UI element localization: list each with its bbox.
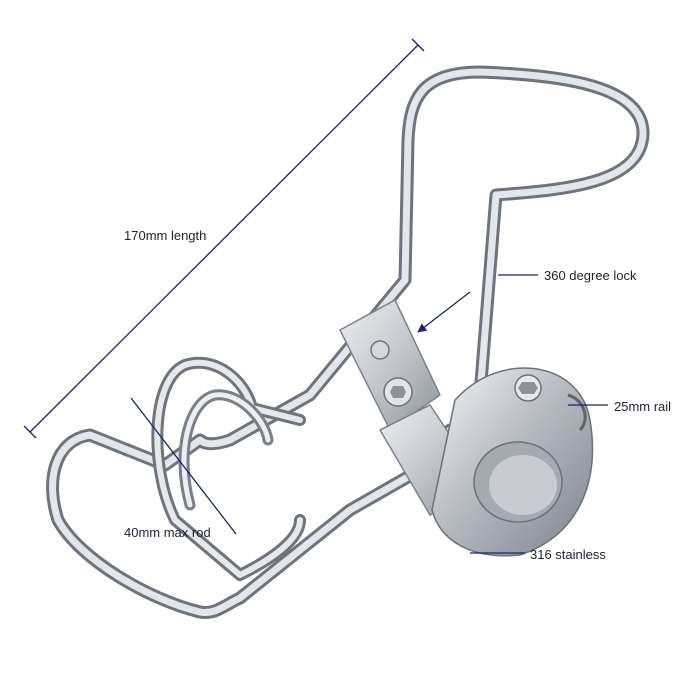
length-end-tick-left xyxy=(23,425,37,439)
length-annotation: 170mm length xyxy=(124,228,207,243)
lock-arrow xyxy=(417,291,471,333)
rod-dimension-line xyxy=(130,397,237,535)
material-annotation: 316 stainless xyxy=(530,547,606,562)
rail-annotation: 25mm rail xyxy=(614,399,672,414)
lock-annotation: 360 degree lock xyxy=(544,268,637,283)
mounting-plate xyxy=(339,298,441,432)
rod-holder-wire xyxy=(46,65,650,620)
rod-annotation: 40mm max rod xyxy=(124,525,211,540)
length-end-tick-right xyxy=(411,38,425,52)
rail-clamp xyxy=(378,367,594,557)
dimension-lines xyxy=(23,38,608,554)
length-dimension-line xyxy=(29,44,419,433)
